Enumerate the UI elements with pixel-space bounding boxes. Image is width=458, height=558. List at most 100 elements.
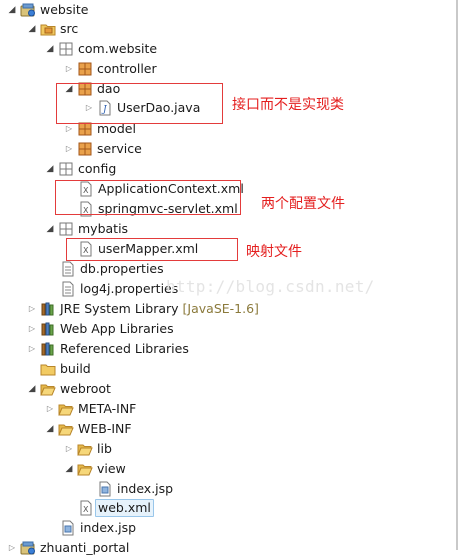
panel-border [456, 0, 458, 550]
library-icon [40, 321, 56, 337]
tree-row-folder-metainf[interactable]: ▷ META-INF [0, 399, 458, 419]
expand-chevron-icon[interactable]: ◢ [28, 24, 36, 34]
expand-chevron-icon[interactable]: ◢ [46, 44, 54, 54]
tree-row-folder-config[interactable]: ◢ config [0, 159, 458, 179]
properties-file-icon [60, 281, 76, 297]
tree-row-folder-lib[interactable]: ▷ lib [0, 439, 458, 459]
file-label: UserDao.java [117, 100, 201, 115]
file-label: log4j.properties [80, 281, 179, 296]
folder-label: build [60, 361, 91, 376]
java-project-icon [20, 2, 36, 18]
library-label: Web App Libraries [60, 321, 174, 336]
java-project-icon [20, 540, 36, 556]
folder-label: webroot [60, 381, 111, 396]
src-label: src [60, 21, 79, 36]
annotation-box-mapper [66, 238, 238, 261]
project-label: zhuanti_portal [40, 540, 130, 555]
tree-row-src[interactable]: ◢ src [0, 19, 458, 39]
tree-row-pkg-com-website[interactable]: ◢ com.website [0, 39, 458, 59]
watermark-text: http://blog.csdn.net/ [166, 277, 375, 296]
source-folder-icon [40, 21, 56, 37]
tree-row-file-springmvc[interactable]: springmvc-servlet.xml [0, 199, 458, 219]
package-empty-icon [58, 221, 74, 237]
folder-label: WEB-INF [78, 421, 132, 436]
collapse-chevron-icon[interactable]: ▷ [65, 444, 73, 453]
expand-chevron-icon[interactable]: ◢ [46, 224, 54, 234]
file-label: db.properties [80, 261, 164, 276]
library-label: JRE System Library [60, 301, 179, 316]
tree-row-project-next[interactable]: ▷ zhuanti_portal [0, 538, 458, 558]
collapse-chevron-icon[interactable]: ▷ [65, 124, 73, 133]
annotation-config-note: 两个配置文件 [261, 196, 345, 212]
properties-file-icon [60, 261, 76, 277]
folder-open-icon [58, 421, 74, 437]
annotation-box-config [55, 180, 241, 215]
annotation-interface-note: 接口而不是实现类 [232, 97, 344, 113]
file-label: web.xml [98, 500, 151, 515]
collapse-chevron-icon[interactable]: ▷ [28, 344, 36, 353]
project-label: website [40, 2, 89, 17]
file-label: userMapper.xml [98, 241, 199, 256]
package-label: controller [97, 61, 157, 76]
collapse-chevron-icon[interactable]: ▷ [65, 64, 73, 73]
xml-file-icon [78, 500, 94, 516]
folder-label: config [78, 161, 117, 176]
folder-label: view [97, 461, 126, 476]
package-label: service [97, 141, 142, 156]
package-label: model [97, 121, 136, 136]
tree-row-lib-jre[interactable]: ▷ JRE System Library [JavaSE-1.6] [0, 299, 458, 319]
tree-row-project-website[interactable]: ◢ website [0, 0, 458, 20]
expand-chevron-icon[interactable]: ◢ [46, 164, 54, 174]
package-icon [77, 141, 93, 157]
tree-row-pkg-dao[interactable]: ◢ dao [0, 79, 458, 99]
tree-row-folder-webinf[interactable]: ◢ WEB-INF [0, 419, 458, 439]
folder-icon [58, 401, 74, 417]
tree-row-file-userdao[interactable]: ▷ UserDao.java [0, 98, 458, 118]
package-empty-icon [58, 41, 74, 57]
tree-row-file-webxml[interactable]: web.xml [0, 498, 458, 518]
folder-label: lib [97, 441, 112, 456]
collapse-chevron-icon[interactable]: ▷ [8, 543, 16, 552]
folder-icon [40, 361, 56, 377]
tree-row-file-dbprops[interactable]: db.properties [0, 259, 458, 279]
tree-row-pkg-controller[interactable]: ▷ controller [0, 59, 458, 79]
collapse-chevron-icon[interactable]: ▷ [65, 144, 73, 153]
folder-open-icon [40, 381, 56, 397]
expand-chevron-icon[interactable]: ◢ [8, 5, 16, 15]
tree-row-pkg-model[interactable]: ▷ model [0, 119, 458, 139]
collapse-chevron-icon[interactable]: ▷ [28, 304, 36, 313]
tree-row-file-usermapper[interactable]: userMapper.xml [0, 239, 458, 259]
selection-highlight [95, 499, 154, 517]
package-empty-icon [58, 161, 74, 177]
tree-row-pkg-service[interactable]: ▷ service [0, 139, 458, 159]
file-label: index.jsp [117, 481, 174, 496]
expand-chevron-icon[interactable]: ◢ [65, 464, 73, 474]
jsp-file-icon [60, 520, 76, 536]
tree-row-file-log4j[interactable]: log4j.properties [0, 279, 458, 299]
collapse-chevron-icon[interactable]: ▷ [46, 404, 54, 413]
expand-chevron-icon[interactable]: ◢ [28, 384, 36, 394]
tree-row-folder-view[interactable]: ◢ view [0, 459, 458, 479]
file-label: springmvc-servlet.xml [98, 201, 238, 216]
tree-row-file-appctx[interactable]: ApplicationContext.xml [0, 179, 458, 199]
tree-row-lib-referenced[interactable]: ▷ Referenced Libraries [0, 339, 458, 359]
tree-row-folder-build[interactable]: build [0, 359, 458, 379]
tree-row-file-index-root[interactable]: index.jsp [0, 518, 458, 538]
library-decoration: [JavaSE-1.6] [182, 301, 259, 316]
collapse-chevron-icon[interactable]: ▷ [28, 324, 36, 333]
collapse-chevron-icon[interactable]: ▷ [85, 103, 93, 112]
file-label: index.jsp [80, 520, 137, 535]
library-icon [40, 301, 56, 317]
tree-row-folder-webroot[interactable]: ◢ webroot [0, 379, 458, 399]
tree-row-lib-webapp[interactable]: ▷ Web App Libraries [0, 319, 458, 339]
folder-icon [77, 441, 93, 457]
folder-label: mybatis [78, 221, 129, 236]
expand-chevron-icon[interactable]: ◢ [65, 84, 73, 94]
expand-chevron-icon[interactable]: ◢ [46, 424, 54, 434]
library-label: Referenced Libraries [60, 341, 189, 356]
library-icon [40, 341, 56, 357]
tree-row-folder-mybatis[interactable]: ◢ mybatis [0, 219, 458, 239]
tree-row-file-index-view[interactable]: index.jsp [0, 479, 458, 499]
package-label: dao [97, 81, 121, 96]
